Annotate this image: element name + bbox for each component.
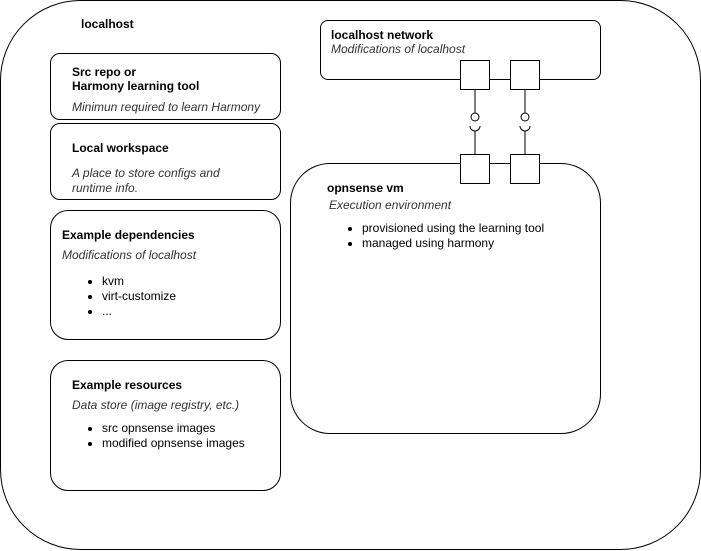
vm-title: opnsense vm xyxy=(327,181,404,195)
list-item: managed using harmony xyxy=(362,236,544,251)
local-workspace-box: Local workspace A place to store configs… xyxy=(50,123,281,200)
network-port-right xyxy=(510,60,540,90)
list-item: virt-customize xyxy=(102,289,176,304)
provided-interface-ball xyxy=(520,112,530,122)
vm-port-left xyxy=(460,154,490,184)
dependencies-title: Example dependencies xyxy=(62,228,195,242)
dependencies-list: kvm virt-customize ... xyxy=(84,274,176,319)
example-dependencies-box: Example dependencies Modifications of lo… xyxy=(50,210,281,340)
vm-list: provisioned using the learning tool mana… xyxy=(344,221,544,251)
list-item: modified opnsense images xyxy=(102,436,245,451)
provided-interface-ball xyxy=(470,112,480,122)
vm-port-right xyxy=(510,154,540,184)
workspace-title: Local workspace xyxy=(72,141,169,155)
src-repo-subtitle: Minimun required to learn Harmony xyxy=(72,100,261,114)
network-title: localhost network xyxy=(331,28,434,42)
list-item: src opnsense images xyxy=(102,421,245,436)
localhost-network-box: localhost network Modifications of local… xyxy=(320,20,601,80)
localhost-title: localhost xyxy=(81,17,134,31)
resources-subtitle: Data store (image registry, etc.) xyxy=(72,398,240,412)
list-item: provisioned using the learning tool xyxy=(362,221,544,236)
example-resources-box: Example resources Data store (image regi… xyxy=(50,360,281,491)
resources-title: Example resources xyxy=(72,378,183,392)
dependencies-subtitle: Modifications of localhost xyxy=(62,248,197,262)
list-item: ... xyxy=(102,304,176,319)
workspace-subtitle: A place to store configs and runtime inf… xyxy=(72,166,220,195)
opnsense-vm-box: opnsense vm Execution environment provis… xyxy=(290,163,601,434)
network-subtitle: Modifications of localhost xyxy=(331,42,466,56)
resources-list: src opnsense images modified opnsense im… xyxy=(84,421,245,451)
src-repo-title: Src repo or Harmony learning tool xyxy=(72,65,200,93)
interface-connector-left xyxy=(469,90,481,154)
required-interface-socket xyxy=(519,125,531,132)
interface-connector-right xyxy=(519,90,531,154)
network-port-left xyxy=(460,60,490,90)
vm-subtitle: Execution environment xyxy=(329,198,452,212)
list-item: kvm xyxy=(102,274,176,289)
src-repo-box: Src repo or Harmony learning tool Minimu… xyxy=(50,53,281,120)
required-interface-socket xyxy=(469,125,481,132)
